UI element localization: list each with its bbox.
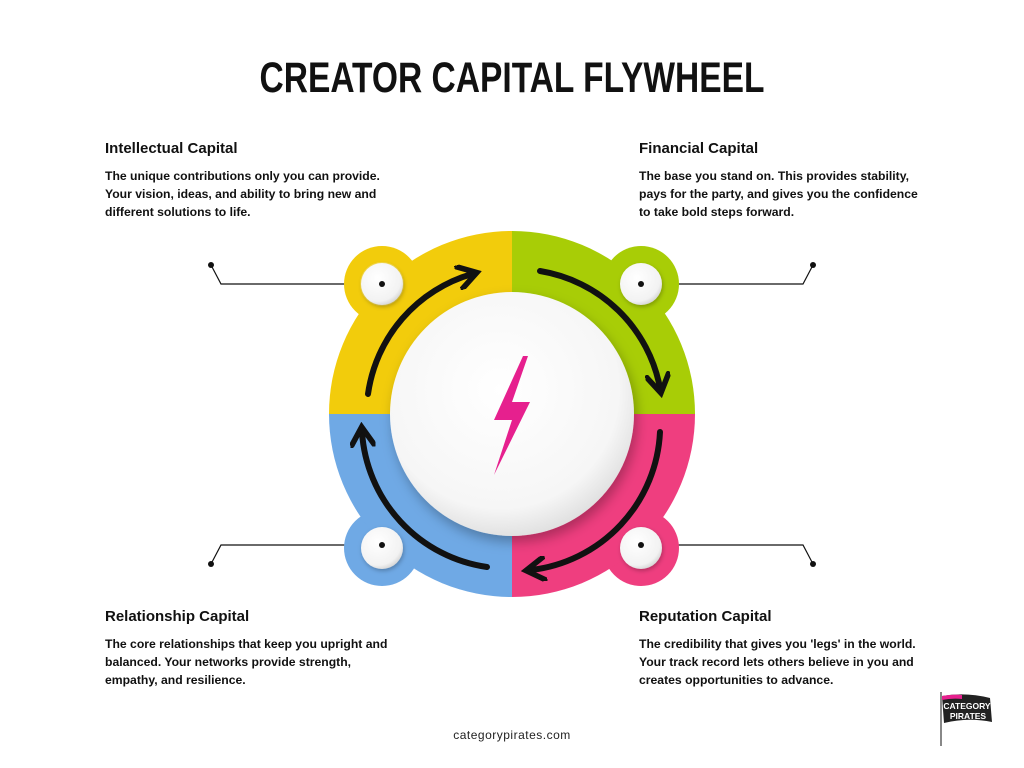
category-pirates-logo: CATEGORY PIRATES <box>940 692 992 746</box>
connector-endpoints <box>208 262 816 567</box>
connector-reputation <box>641 544 814 565</box>
connector-relationship <box>210 544 382 565</box>
relationship-capital-text: The core relationships that keep you upr… <box>105 637 388 687</box>
logo-text-line1: CATEGORY <box>943 701 991 711</box>
connector-lines <box>210 264 814 565</box>
reputation-capital-text: The credibility that gives you 'legs' in… <box>639 637 916 687</box>
lightning-bolt-icon <box>494 356 530 475</box>
arrow-financial-to-reputation <box>537 268 660 388</box>
relationship-capital-heading: Relationship Capital <box>105 608 250 625</box>
page-title: CREATOR CAPITAL FLYWHEEL <box>259 54 765 102</box>
arrow-relationship-to-intellectual <box>362 432 490 570</box>
relationship-capital-block: Relationship Capital The core relationsh… <box>105 608 395 689</box>
node-dot <box>379 281 385 287</box>
reputation-capital-block: Reputation Capital The credibility that … <box>639 608 929 689</box>
connector-financial <box>641 264 814 285</box>
endpoint-dot <box>208 561 214 567</box>
connector-intellectual <box>210 264 382 285</box>
reputation-capital-heading: Reputation Capital <box>639 608 772 625</box>
financial-capital-block: Financial Capital The base you stand on.… <box>639 140 929 221</box>
node-dot <box>379 542 385 548</box>
intellectual-capital-heading: Intellectual Capital <box>105 140 238 157</box>
flywheel-arrows <box>362 271 660 570</box>
node-dot <box>638 281 644 287</box>
endpoint-dot <box>810 262 816 268</box>
endpoint-dot <box>208 262 214 268</box>
arrow-intellectual-to-financial <box>365 274 472 397</box>
intellectual-capital-block: Intellectual Capital The unique contribu… <box>105 140 395 221</box>
footer-url[interactable]: categorypirates.com <box>453 728 571 742</box>
intellectual-capital-text: The unique contributions only you can pr… <box>105 169 380 219</box>
arrow-reputation-to-relationship <box>531 429 663 570</box>
logo-text-line2: PIRATES <box>950 711 987 721</box>
node-dot <box>638 542 644 548</box>
financial-capital-text: The base you stand on. This provides sta… <box>639 169 918 219</box>
financial-capital-heading: Financial Capital <box>639 140 759 157</box>
endpoint-dot <box>810 561 816 567</box>
